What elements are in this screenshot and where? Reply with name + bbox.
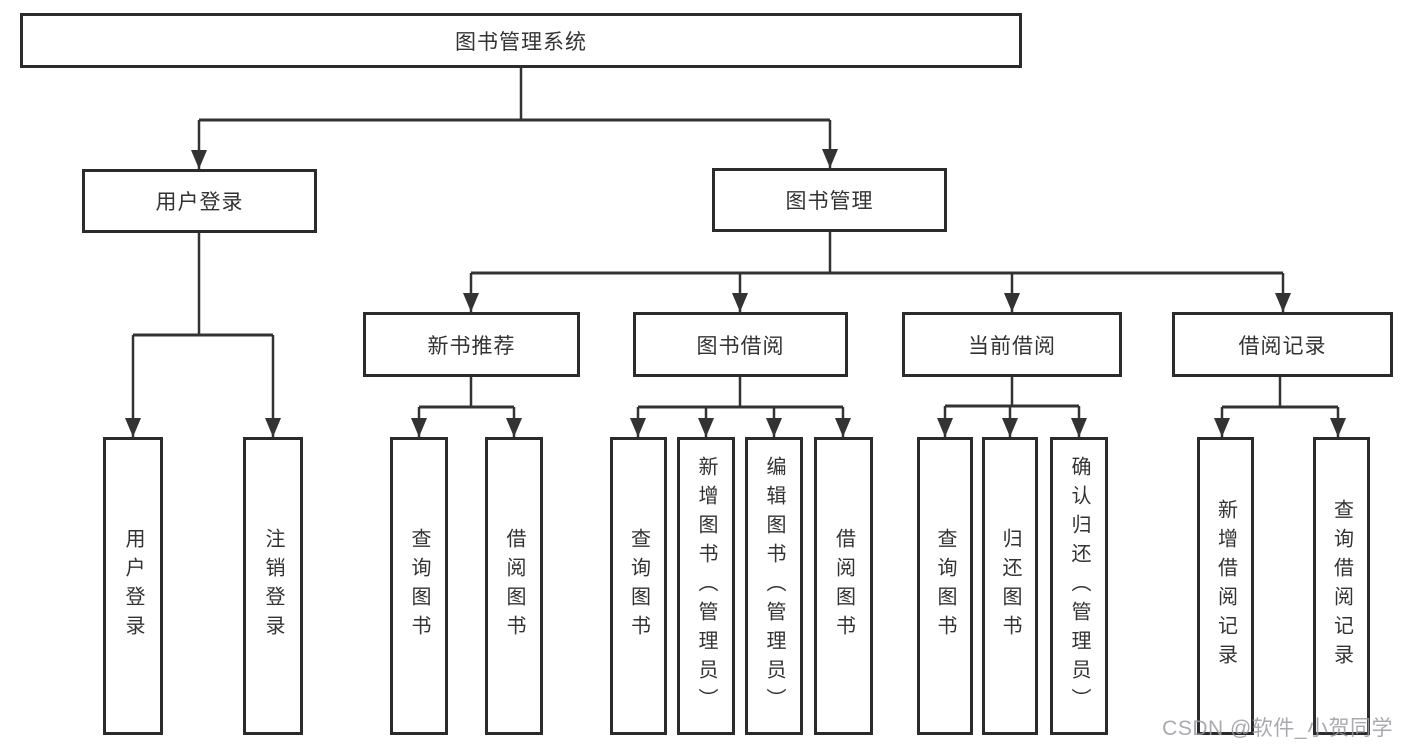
node-label: 新增图书（管理员） [695,455,717,717]
connector-new-books-children [411,376,522,437]
node-label: 归还图书 [999,528,1021,644]
node-label: 查询图书 [408,528,430,644]
node-leaf-query-books-borrowing: 查询图书 [610,437,667,735]
connector-book-borrow-children [630,377,851,437]
node-borrow-records: 借阅记录 [1172,312,1393,377]
node-leaf-query-books-recommend: 查询图书 [390,437,448,735]
watermark: CSDN @软件_小贺同学 [1162,717,1393,740]
connector-root-to-level2 [191,68,838,169]
connector-borrow-records-children [1214,377,1346,437]
node-leaf-confirm-return-admin: 确认归还（管理员） [1050,437,1108,735]
node-leaf-borrow-books-recommend: 借阅图书 [485,437,543,735]
node-label: 借阅图书 [832,528,855,644]
node-label: 用户登录 [155,191,244,214]
node-label: 图书管理系统 [455,30,587,54]
node-leaf-user-login: 用户登录 [103,437,163,735]
node-book-management: 图书管理 [712,168,947,232]
node-label: 当前借阅 [968,334,1056,358]
node-label: 查询图书 [934,528,956,644]
node-book-borrowing: 图书借阅 [633,312,848,377]
node-label: 编辑图书（管理员） [763,455,785,717]
node-label: 图书借阅 [696,334,785,358]
node-label: 查询图书 [627,528,650,644]
node-leaf-query-borrow-record: 查询借阅记录 [1313,437,1370,735]
node-label: 查询借阅记录 [1330,499,1353,673]
node-label: 用户登录 [122,528,144,644]
node-label: 新书推荐 [427,334,516,358]
node-label: 新增借阅记录 [1214,499,1237,673]
node-label: 借阅记录 [1238,334,1327,358]
node-new-book-recommend: 新书推荐 [363,312,580,377]
node-label: 注销登录 [262,528,284,644]
connector-user-login-children [125,233,281,437]
node-leaf-return-books: 归还图书 [982,437,1038,735]
node-current-borrowing: 当前借阅 [902,312,1122,377]
node-leaf-borrow-books: 借阅图书 [814,437,873,735]
connector-book-mgmt-to-level3 [463,232,1291,312]
node-label: 借阅图书 [503,528,525,644]
node-user-login: 用户登录 [82,169,317,233]
node-label: 图书管理 [785,190,874,213]
node-leaf-edit-books-admin: 编辑图书（管理员） [745,437,803,735]
node-label: 确认归还（管理员） [1068,455,1090,717]
connector-current-borrow-children [937,377,1087,437]
node-leaf-add-books-admin: 新增图书（管理员） [677,437,735,735]
node-library-management-system: 图书管理系统 [20,13,1022,68]
node-leaf-query-books-current: 查询图书 [917,437,973,735]
node-leaf-logout: 注销登录 [243,437,303,735]
node-leaf-add-borrow-record: 新增借阅记录 [1197,437,1254,735]
